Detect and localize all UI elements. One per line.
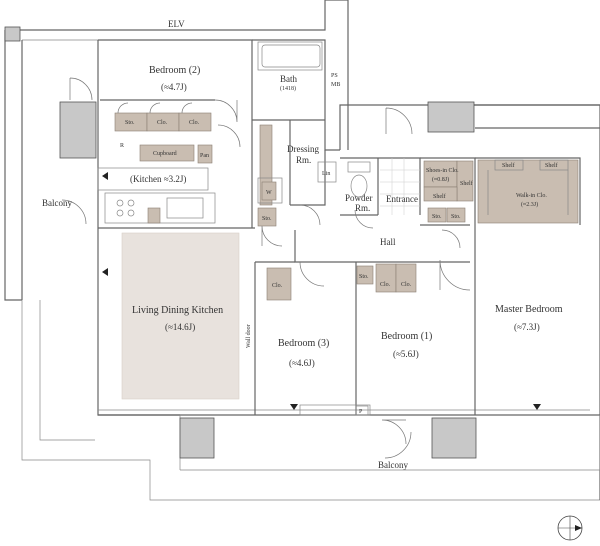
entrance-label: Entrance [386,194,418,204]
bathtub [261,44,321,68]
pipe-label: P [359,409,363,415]
ldk-area [121,232,240,400]
compass-icon [557,515,583,541]
balcony-left-label: Balcony [42,198,72,208]
dressing-label-2: Rm. [296,155,311,165]
walkin-label: Walk-in Clo. [516,193,547,199]
bath-size: (1418) [280,85,296,92]
clo-label: Clo. [272,283,283,289]
column-top-left [4,26,21,42]
walkin-closet [477,159,579,224]
dressing-fixtures [257,124,337,227]
bedroom2-title: Bedroom (2) [149,65,200,76]
column-bottom-mid [431,417,477,459]
linen-label: Lin [322,171,330,177]
column-left [59,101,97,159]
powder-label-2: Rm. [355,203,370,213]
clo-label: Clo. [401,282,412,288]
walkin-area: (≈2.3J) [521,201,538,208]
shoes-closet-area: (≈0.8J) [432,176,449,183]
bedroom3-title: Bedroom (3) [278,338,329,349]
bedroom3-area: (≈4.6J) [289,358,315,368]
shelf-label: Shelf [545,162,558,169]
sto-label: Sto. [451,214,461,220]
bedroom2-area: (≈4.7J) [161,82,187,92]
elv-label: ELV [168,19,185,29]
sto-label: Sto. [432,214,442,220]
master-bedroom-area: (≈7.3J) [514,322,540,332]
powder-label: Powder [345,193,373,203]
column-bottom-left [179,417,215,459]
shelf-label: Shelf [502,162,515,169]
dressing-label: Dressing [287,144,319,154]
mb-label: MB [331,82,340,88]
refrigerator-label: R [120,143,124,149]
kitchen-label: (Kitchen ≈3.2J) [130,174,186,184]
sto-label: Sto. [359,274,369,280]
clo-label: Clo. [380,282,391,288]
kitchen-counter [97,167,216,224]
sto-label: Sto. [125,120,135,126]
bath-label: Bath [280,74,297,84]
bedroom-closets [266,263,417,416]
outer-walls [4,0,600,501]
cupboard-label: Cupboard [153,151,177,157]
ps-label: PS [331,73,338,79]
interior-walls [98,99,581,415]
bedroom2-storage [114,102,213,164]
clo-label: Clo. [189,120,200,126]
entrance-tiles [380,158,420,215]
hall-label: Hall [380,237,396,247]
ldk-title: Living Dining Kitchen [132,305,223,316]
bedroom1-title: Bedroom (1) [381,331,432,342]
window-arrow-icon [102,172,541,410]
balcony-bottom-label: Balcony [378,460,408,470]
bedroom1-area: (≈5.6J) [393,349,419,359]
shoes-closet-label: Shoes-in Clo. [426,168,459,174]
pan-label: Pan [200,153,209,159]
master-bedroom-title: Master Bedroom [495,304,563,315]
shelf-label: Shelf [460,180,473,187]
column-right-top [427,101,475,133]
sto-label: Sto. [262,216,272,222]
ldk-area-label: (≈14.6J) [165,322,195,332]
shoes-closet [423,160,474,223]
door-swing-icon [61,77,471,459]
wall-door-label: Wall door [246,324,252,348]
clo-label: Clo. [157,120,168,126]
shelf-label: Shelf [433,193,446,200]
washer-label: W [266,190,272,196]
toilet [347,161,371,198]
